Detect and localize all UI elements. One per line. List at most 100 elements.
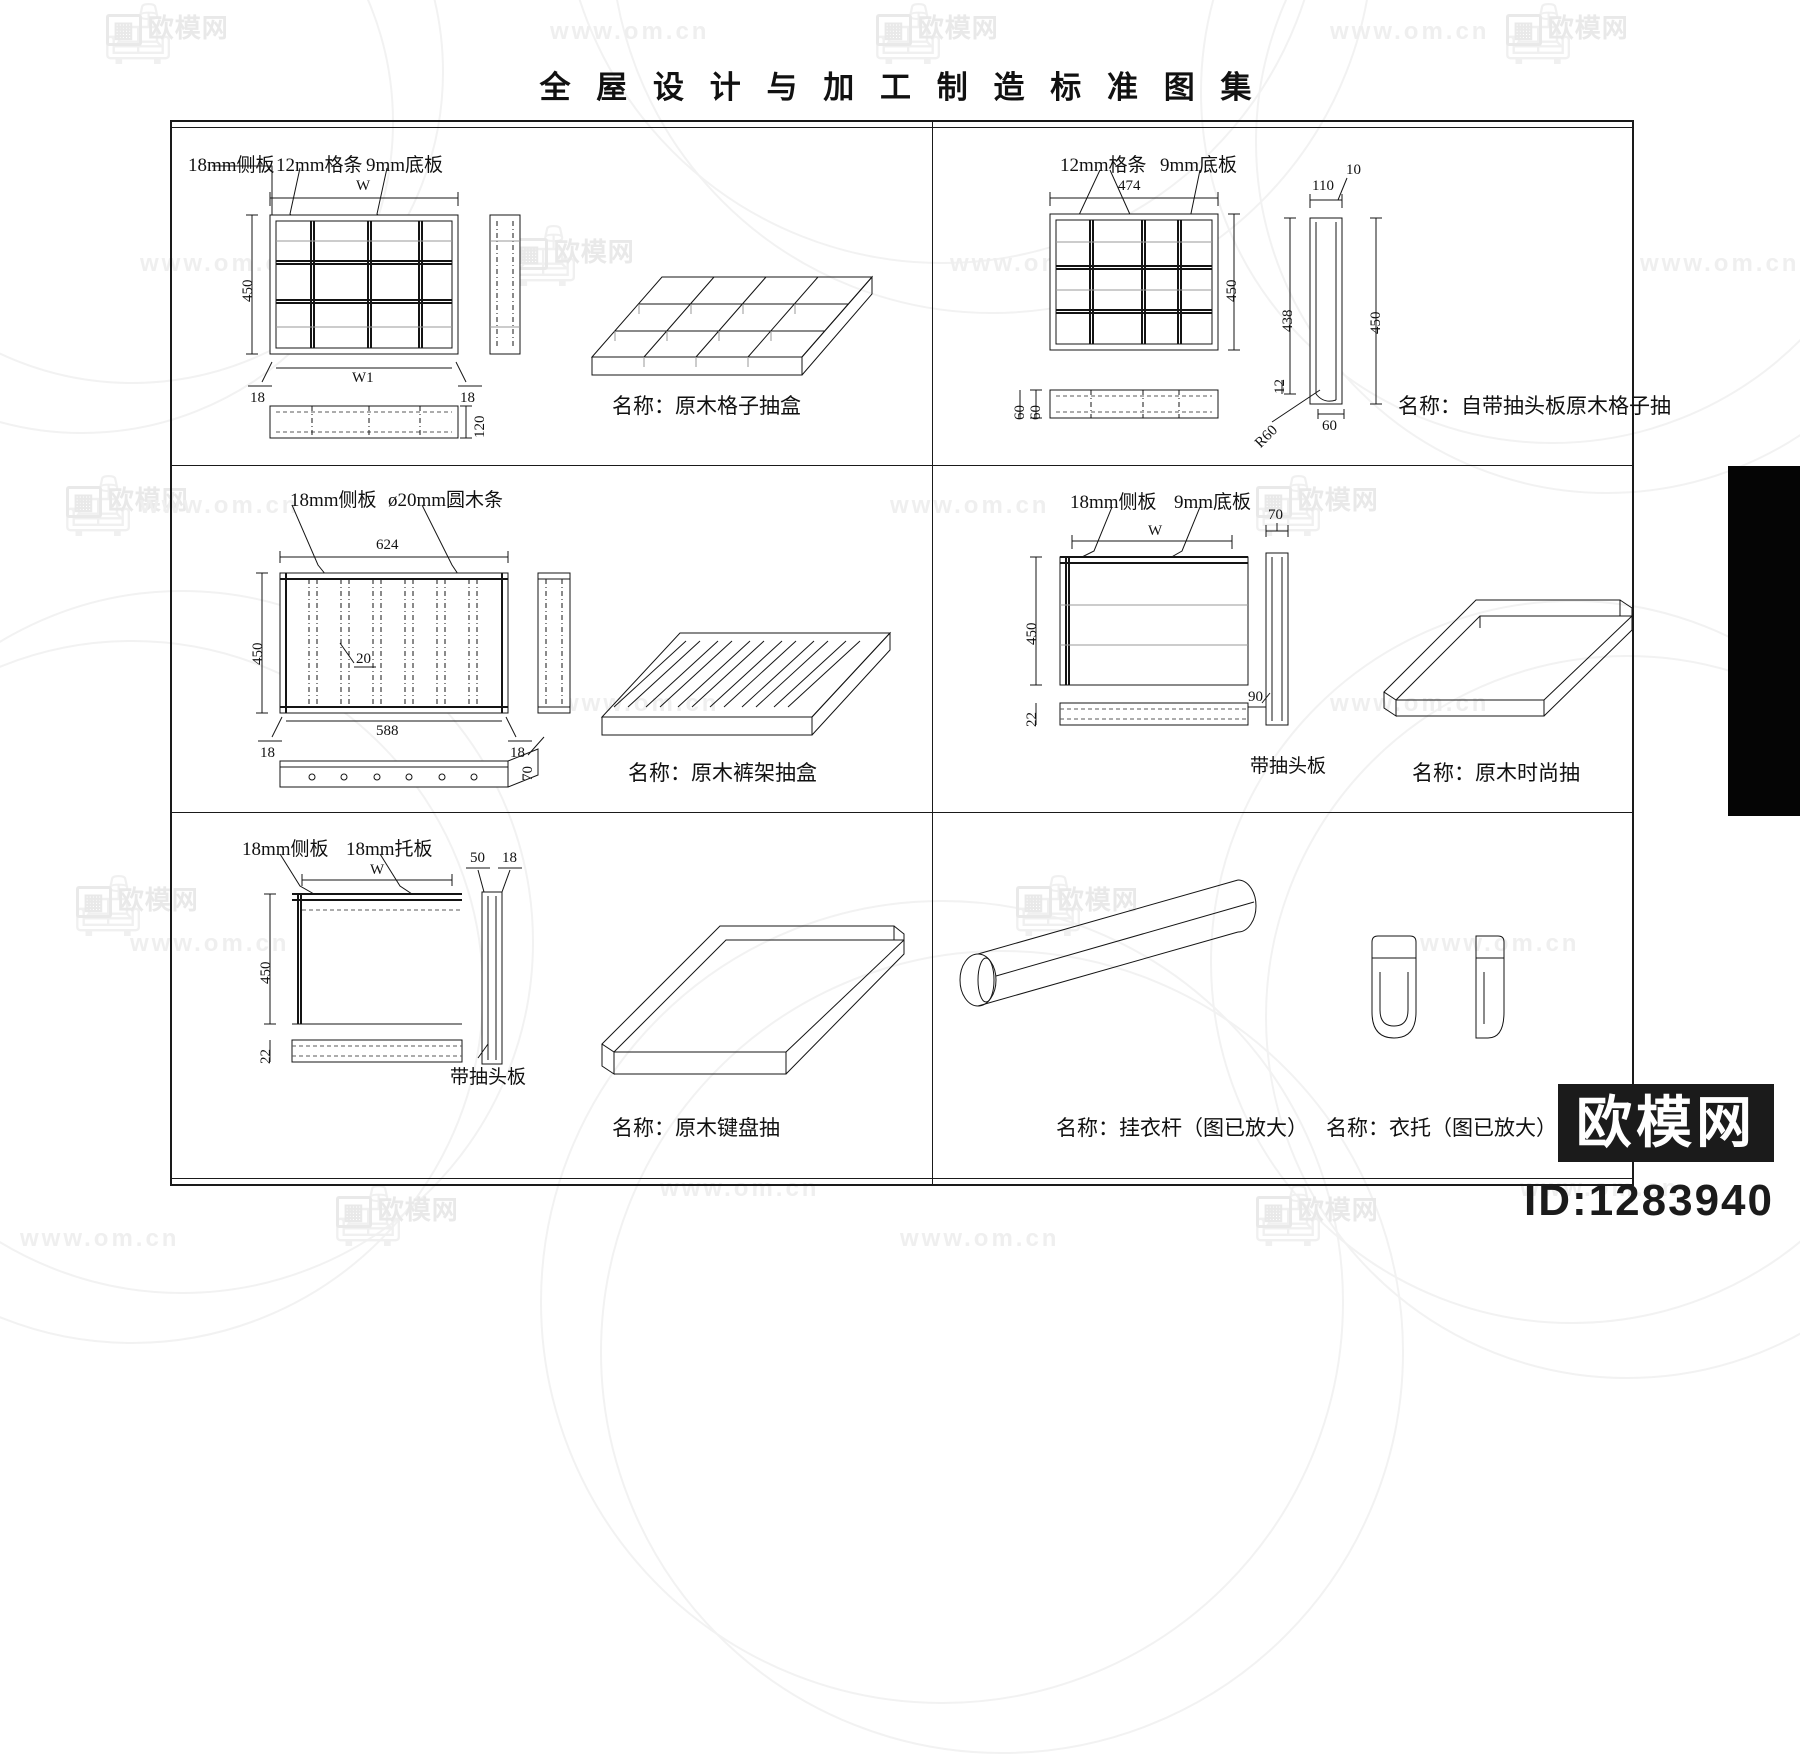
watermark-logo-text: 欧模网 <box>377 1195 459 1225</box>
drawing-sheet: 18mm侧板 12mm格条 9mm底板 W W1 450 18 18 120 名… <box>170 120 1671 1186</box>
panel-2-dim-10: 10 <box>1346 162 1361 178</box>
watermark-badge: ▦ <box>336 1196 372 1228</box>
watermark-logo-text: 欧模网 <box>917 13 999 43</box>
panel-3-dim-18-left: 18 <box>260 745 275 761</box>
panel-2-dim-12: 12 <box>1272 379 1288 394</box>
sheet-inner-top-rule <box>172 127 1632 128</box>
watermark-url: www.om.cn <box>20 1225 180 1252</box>
sofa-watermark-icon: 🛋 <box>1250 1181 1327 1251</box>
panel-4-dim-22: 22 <box>1024 712 1040 727</box>
brand-logo: 欧模网 <box>1558 1084 1774 1162</box>
watermark-badge: ▦ <box>66 486 102 518</box>
panel-5-caption: 名称：原木键盘抽 <box>612 1116 780 1140</box>
sofa-watermark-icon: 🛋 <box>330 1181 407 1251</box>
panel-3-label-side-board: 18mm侧板 <box>290 490 377 511</box>
panel-4-drawing <box>1030 506 1633 726</box>
panel-3-dim-450: 450 <box>250 642 266 666</box>
panel-grid-drawer-with-front: 12mm格条 9mm底板 474 450 110 10 438 450 12 R… <box>932 122 1671 465</box>
panel-2-dim-450-plan: 450 <box>1224 279 1240 303</box>
panel-keyboard-tray-drawer: 18mm侧板 18mm托板 带抽头板 W 450 22 50 18 名称：原木键… <box>172 812 932 1182</box>
panel-3-dim-624: 624 <box>376 537 399 553</box>
watermark-badge: ▦ <box>1506 14 1542 46</box>
panel-2-dim-60-front: 60 <box>1322 418 1337 434</box>
panel-timber-grid-drawer-box: 18mm侧板 12mm格条 9mm底板 W W1 450 18 18 120 名… <box>172 122 932 465</box>
panel-1-label-bottom-board: 9mm底板 <box>366 155 444 176</box>
watermark-url: www.om.cn <box>900 1225 1060 1252</box>
panel-5-drawing <box>264 853 905 1075</box>
sofa-watermark-icon: 🛋 <box>70 871 147 941</box>
sheet-col-divider <box>932 122 933 1184</box>
watermark-logo-text: 欧模网 <box>147 13 229 43</box>
panel-5-dim-450: 450 <box>258 961 274 985</box>
panel-5-dim-w: W <box>370 862 385 878</box>
panel-5-label-drawer-front: 带抽头板 <box>450 1067 527 1088</box>
panel-4-caption: 名称：原木时尚抽 <box>1412 761 1580 785</box>
panel-1-drawing <box>212 165 874 439</box>
watermark-logo: ▦欧模网 <box>336 1190 459 1228</box>
sofa-watermark-icon: 🛋 <box>100 0 177 69</box>
panel-2-dim-474: 474 <box>1118 178 1141 194</box>
panel-4-dim-90: 90 <box>1248 689 1263 705</box>
watermark-logo: ▦欧模网 <box>1256 1190 1379 1228</box>
panel-1-label-grid-strip: 12mm格条 <box>276 155 363 176</box>
panel-1-dim-18-left: 18 <box>250 390 265 406</box>
panel-2-drawing <box>1019 169 1382 423</box>
panel-2-dim-60-a: 60 <box>1028 405 1044 420</box>
sheet-inner-bottom-rule <box>172 1178 1632 1179</box>
panel-2-dim-110: 110 <box>1312 178 1334 194</box>
panel-3-label-round-rod: ø20mm圆木条 <box>388 490 504 511</box>
watermark-badge: ▦ <box>76 886 112 918</box>
panel-4-dim-w: W <box>1148 523 1163 539</box>
panel-garment-support: 名称：衣托（图已放大） <box>1312 812 1630 1182</box>
panel-7-caption: 名称：衣托（图已放大） <box>1326 1116 1557 1140</box>
panel-hanging-rod: 名称：挂衣杆（图已放大） <box>932 812 1312 1182</box>
right-edge-black-bar <box>1728 466 1800 816</box>
panel-5-dim-50: 50 <box>470 850 485 866</box>
panel-1-dim-120: 120 <box>472 415 488 439</box>
sofa-watermark-icon: 🛋 <box>870 0 947 69</box>
watermark-logo: ▦欧模网 <box>1506 8 1629 46</box>
panel-3-dim-70: 70 <box>520 766 536 781</box>
watermark-logo-text: 欧模网 <box>1297 1195 1379 1225</box>
watermark-badge: ▦ <box>1256 1196 1292 1228</box>
panel-trouser-rack-drawer: 18mm侧板 ø20mm圆木条 624 450 588 18 18 20 70 … <box>172 465 932 812</box>
panel-4-dim-450: 450 <box>1024 622 1040 646</box>
panel-1-dim-w: W <box>356 178 371 194</box>
panel-1-dim-18-right: 18 <box>460 390 475 406</box>
watermark-logo: ▦欧模网 <box>876 8 999 46</box>
panel-2-dim-438: 438 <box>1280 309 1296 333</box>
panel-3-dim-20: 20 <box>356 651 371 667</box>
panel-2-caption: 名称：自带抽头板原木格子抽 <box>1398 394 1671 418</box>
panel-1-caption: 名称：原木格子抽盒 <box>612 394 801 418</box>
page-title: 全 屋 设 计 与 加 工 制 造 标 准 图 集 <box>539 70 1261 105</box>
sheet-row-divider-1 <box>172 465 1632 466</box>
panel-fashion-drawer: 18mm侧板 9mm底板 带抽头板 W 450 22 70 90 名称：原木时尚… <box>932 465 1633 812</box>
panel-7-drawing <box>1371 935 1505 1039</box>
watermark-logo: ▦欧模网 <box>106 8 229 46</box>
panel-4-dim-70: 70 <box>1268 507 1283 523</box>
panel-1-label-side-board: 18mm侧板 <box>188 155 275 176</box>
watermark-url: www.om.cn <box>1330 18 1490 45</box>
panel-5-label-support-board: 18mm托板 <box>346 839 433 860</box>
panel-2-dim-450-side: 450 <box>1368 311 1384 335</box>
panel-1-dim-450: 450 <box>240 279 256 303</box>
watermark-badge: ▦ <box>106 14 142 46</box>
sheet-row-divider-2 <box>172 812 1632 813</box>
panel-4-label-side-board: 18mm侧板 <box>1070 492 1157 513</box>
panel-2-label-grid-strip: 12mm格条 <box>1060 155 1147 176</box>
panel-5-label-side-board: 18mm侧板 <box>242 839 329 860</box>
panel-3-dim-588: 588 <box>376 723 399 739</box>
panel-2-dim-60-b: 60 <box>1012 405 1028 420</box>
panel-6-drawing <box>959 879 1257 1007</box>
panel-3-dim-18-right: 18 <box>510 745 525 761</box>
watermark-url: www.om.cn <box>550 18 710 45</box>
watermark-badge: ▦ <box>876 14 912 46</box>
panel-5-dim-22: 22 <box>258 1049 274 1064</box>
sofa-watermark-icon: 🛋 <box>1500 0 1577 69</box>
panel-4-label-drawer-front: 带抽头板 <box>1250 756 1327 777</box>
panel-2-label-bottom-board: 9mm底板 <box>1160 155 1238 176</box>
panel-1-dim-w1: W1 <box>352 370 374 386</box>
panel-5-dim-18: 18 <box>502 850 517 866</box>
asset-id-label: ID:1283940 <box>1524 1176 1774 1225</box>
panel-6-caption: 名称：挂衣杆（图已放大） <box>1056 1116 1308 1140</box>
